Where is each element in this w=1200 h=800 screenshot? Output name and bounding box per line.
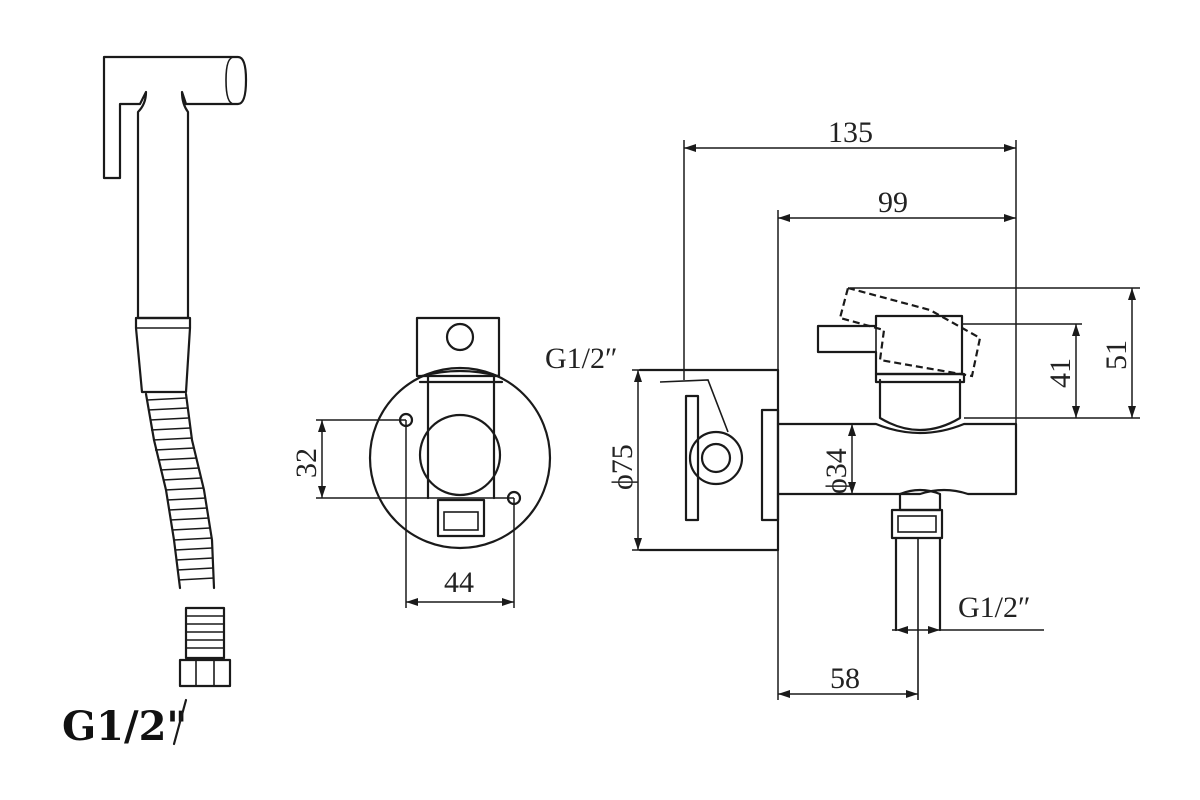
- dim-99-label: 99: [878, 186, 908, 219]
- valve-stem: [878, 378, 962, 432]
- lever-pin-hole: [445, 322, 475, 352]
- valve-body: [776, 422, 1018, 496]
- dim-32-label: 32: [290, 448, 323, 478]
- dim-58-label: 58: [830, 662, 860, 695]
- dim-41-label: 41: [1044, 358, 1077, 388]
- body-flange: [760, 408, 780, 522]
- hand-shower-view: G1/2": [62, 55, 248, 750]
- hose-thread-label: G1/2": [62, 703, 187, 750]
- dim-44-label: 44: [444, 566, 474, 599]
- inlet-fitting-inner: [700, 442, 732, 474]
- shower-head-cap: [225, 56, 235, 105]
- dimension-32: 32: [290, 419, 514, 499]
- flexible-hose: [144, 392, 216, 590]
- thread-slash: [172, 698, 188, 746]
- inlet-thread-label: G1/2″: [545, 342, 618, 375]
- outlet-nut-side: [890, 508, 944, 540]
- dimension-phi34: ϕ34: [820, 424, 856, 494]
- dimension-58: 58: [778, 662, 918, 698]
- shower-head: [102, 55, 248, 320]
- hose-connector: [178, 606, 232, 688]
- outlet-pipe: [894, 536, 942, 632]
- dim-phi75-label: ϕ75: [606, 444, 639, 490]
- wall-flange: [368, 366, 552, 550]
- dimension-135: 135: [683, 116, 1017, 424]
- dimension-44: 44: [405, 420, 515, 608]
- side-flange: [638, 368, 780, 552]
- outlet-thread-label: G1/2″: [958, 591, 1031, 624]
- dim-phi34-label: ϕ34: [820, 448, 853, 494]
- top-lever-block: [415, 316, 501, 378]
- body-outline: [418, 374, 504, 500]
- dim-135-label: 135: [828, 116, 873, 149]
- lever-closed: [816, 314, 964, 376]
- dimension-99: 99: [777, 186, 1016, 700]
- side-plate: [684, 394, 700, 522]
- dimension-41: 41: [962, 323, 1082, 418]
- side-view: 135 99 51 41: [545, 116, 1140, 700]
- inlet-fitting-outer: [688, 430, 744, 486]
- lever-open-dashed: [838, 286, 982, 378]
- hose-collar: [134, 316, 192, 394]
- front-view: 32 44: [290, 316, 552, 608]
- outlet-thread-dimension: G1/2″: [892, 591, 1044, 634]
- dimension-phi75: ϕ75: [606, 369, 642, 551]
- dimension-51: 51: [850, 287, 1140, 419]
- body-circle: [418, 413, 502, 497]
- dim-51-label: 51: [1100, 340, 1133, 370]
- hex-nut: [178, 658, 232, 688]
